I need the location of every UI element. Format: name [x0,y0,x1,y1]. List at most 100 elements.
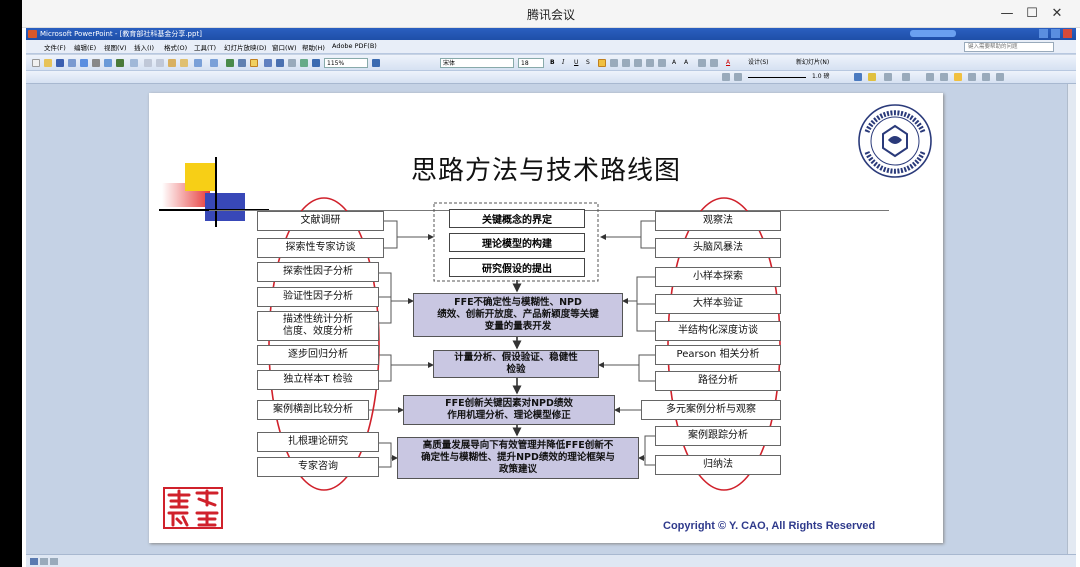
slideshow-view-icon[interactable] [50,558,58,565]
increase-indent-icon[interactable] [710,59,718,67]
ppt-close-icon[interactable] [1063,29,1072,38]
menu-edit[interactable]: 编辑(E) [74,44,97,52]
right-method-box: 半结构化深度访谈 [655,321,781,341]
new-icon[interactable] [32,59,40,67]
shadow-icon[interactable]: S [586,59,590,66]
email-icon[interactable] [80,59,88,67]
ppt-minimize-icon[interactable] [1039,29,1048,38]
increase-font-icon[interactable]: A [672,59,677,66]
menu-format[interactable]: 格式(O) [164,44,188,52]
help-search-input[interactable] [964,42,1054,52]
tables-borders-icon[interactable] [250,59,258,67]
research-icon[interactable] [130,59,138,67]
print-icon[interactable] [92,59,100,67]
menu-slideshow[interactable]: 幻灯片放映(D) [224,44,267,52]
bold-icon[interactable]: B [550,59,555,66]
minimize-icon[interactable]: — [1000,6,1014,21]
menu-view[interactable]: 视图(V) [104,44,127,52]
arrange-icon[interactable] [926,73,934,81]
font-select[interactable]: 宋体 [440,58,514,68]
grayscale-icon[interactable] [300,59,308,67]
3d-style-icon[interactable] [902,73,910,81]
save-icon[interactable] [56,59,64,67]
color-view-icon[interactable] [312,59,320,67]
right-method-box: 小样本探索 [655,267,781,287]
underline-icon[interactable]: U [574,59,579,66]
new-slide-button[interactable]: 新幻灯片(N) [796,59,830,66]
menu-adobe-pdf[interactable]: Adobe PDF(B) [332,42,377,50]
decrease-font-icon[interactable]: A [684,59,689,66]
seal-stamp [163,487,223,529]
open-icon[interactable] [44,59,52,67]
align-right-icon[interactable] [622,59,630,67]
left-method-box: 扎根理论研究 [257,432,379,452]
insert-table-icon[interactable] [238,59,246,67]
menu-insert[interactable]: 插入(I) [134,44,154,52]
align-left-icon[interactable] [598,59,606,67]
line-preview [748,77,806,78]
center-step-scale-development: FFE不确定性与模糊性、NPD 绩效、创新开放度、产品新颖度等关键 变量的量表开… [413,293,623,337]
show-formatting-icon[interactable] [288,59,296,67]
left-method-box: 案例横剖比较分析 [257,400,369,420]
design-button[interactable]: 设计(S) [748,59,769,66]
university-logo [858,104,932,178]
italic-icon[interactable]: I [562,59,565,66]
menu-tools[interactable]: 工具(T) [194,44,217,52]
view-outline-icon[interactable] [968,73,976,81]
align-center-icon[interactable] [610,59,618,67]
insert-chart-icon[interactable] [226,59,234,67]
cut-icon[interactable] [144,59,152,67]
vertical-scrollbar[interactable] [1067,84,1076,554]
line-style-icon[interactable] [722,73,730,81]
undo-icon[interactable] [194,59,202,67]
left-method-box: 验证性因子分析 [257,287,379,307]
line-color-icon[interactable] [854,73,862,81]
distribute-icon[interactable] [634,59,642,67]
center-model-box: 理论模型的构建 [449,233,585,252]
normal-view-icon[interactable] [30,558,38,565]
close-icon[interactable]: ✕ [1051,6,1063,21]
paste-icon[interactable] [168,59,176,67]
menu-file[interactable]: 文件(F) [44,44,66,52]
view-normal-icon[interactable] [940,73,948,81]
spelling-icon[interactable] [116,59,124,67]
help-icon[interactable] [372,59,380,67]
right-method-box: 头脑风暴法 [655,238,781,258]
maximize-icon[interactable]: ☐ [1026,6,1038,21]
font-size-select[interactable]: 18 [518,58,544,68]
bullets-icon[interactable] [658,59,666,67]
right-method-box: 路径分析 [655,371,781,391]
dash-style-icon[interactable] [734,73,742,81]
decrease-indent-icon[interactable] [698,59,706,67]
fill-color-icon[interactable] [868,73,876,81]
menu-window[interactable]: 窗口(W) [272,44,297,52]
ppt-title: Microsoft PowerPoint - [教育部社科基金分享.ppt] [40,30,202,38]
menu-help[interactable]: 帮助(H) [302,44,325,52]
font-color-icon[interactable]: A [726,59,731,66]
format-painter-icon[interactable] [180,59,188,67]
permission-icon[interactable] [68,59,76,67]
numbering-icon[interactable] [646,59,654,67]
left-method-box: 逐步回归分析 [257,345,379,365]
view-slideshow-icon[interactable] [996,73,1004,81]
decor-blue-block [205,193,245,221]
drawing-toolbar: 1.0 磅 [26,71,1076,84]
ppt-restore-icon[interactable] [1051,29,1060,38]
copy-icon[interactable] [156,59,164,67]
shadow-style-icon[interactable] [884,73,892,81]
view-sorter-icon[interactable] [954,73,962,81]
zoom-select[interactable]: 115% [324,58,368,68]
slide-area: 思路方法与技术路线图 [26,84,1076,554]
print-preview-icon[interactable] [104,59,112,67]
powerpoint-icon [28,30,37,38]
insert-picture-icon[interactable] [264,59,272,67]
view-notes-icon[interactable] [982,73,990,81]
meeting-titlebar: 腾讯会议 — ☐ ✕ [22,0,1080,28]
expand-all-icon[interactable] [276,59,284,67]
sorter-view-icon[interactable] [40,558,48,565]
line-weight-select[interactable]: 1.0 磅 [812,73,830,80]
left-methods-ellipse [268,197,380,491]
status-bar [26,554,1076,567]
right-methods-ellipse [667,197,781,491]
redo-icon[interactable] [210,59,218,67]
